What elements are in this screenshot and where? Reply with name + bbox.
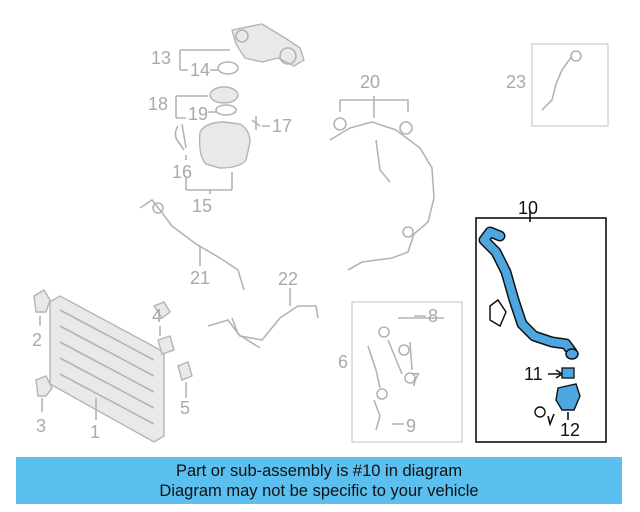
banner-line-2: Diagram may not be specific to your vehi…	[159, 481, 479, 500]
callout-2: 2	[32, 330, 42, 350]
callout-3: 3	[36, 416, 46, 436]
callout-1: 1	[90, 422, 100, 442]
callout-18: 18	[148, 94, 168, 114]
detail-box-6	[351, 301, 463, 443]
connector-12	[534, 383, 581, 427]
callout-13: 13	[151, 48, 171, 68]
info-banner: Part or sub-assembly is #10 in diagram D…	[16, 457, 622, 504]
expansion-tank	[174, 121, 251, 169]
callout-16: 16	[172, 162, 192, 182]
coolant-pipe-22	[207, 305, 319, 349]
bushing-4	[157, 335, 175, 355]
callout-4: 4	[152, 306, 162, 326]
radiator	[49, 295, 165, 443]
bracket-4	[152, 301, 171, 320]
callout-11: 11	[524, 364, 543, 384]
callout-14: 14	[190, 60, 210, 80]
coolant-pipe-20	[329, 117, 435, 271]
callout-12: 12	[560, 420, 580, 440]
callout-10: 10	[518, 198, 538, 218]
reservoir-cap	[209, 86, 239, 116]
callout-19: 19	[188, 104, 208, 124]
callout-5: 5	[180, 398, 190, 418]
callout-23: 23	[506, 72, 526, 92]
thermostat-housing	[217, 23, 305, 75]
callout-9: 9	[406, 416, 416, 436]
banner-line-1: Part or sub-assembly is #10 in diagram	[175, 461, 463, 480]
radiator-hose-10	[478, 226, 579, 360]
connector-11	[561, 367, 575, 379]
callout-20: 20	[360, 72, 380, 92]
callout-8: 8	[428, 306, 438, 326]
mount-2	[33, 289, 51, 313]
callout-22: 22	[278, 269, 298, 289]
detail-box-23	[531, 43, 609, 127]
bushing-5	[177, 361, 193, 381]
callout-21: 21	[190, 268, 210, 288]
callout-15: 15	[192, 196, 212, 216]
mount-3	[35, 375, 53, 397]
callout-7: 7	[410, 370, 420, 390]
callout-6: 6	[338, 352, 348, 372]
sub-hoses-6	[367, 317, 444, 431]
coolant-pipe-21	[139, 198, 245, 291]
callout-17: 17	[272, 116, 292, 136]
parts-diagram: 13 14 18 19 17 16 15 20 23 21	[32, 23, 609, 443]
